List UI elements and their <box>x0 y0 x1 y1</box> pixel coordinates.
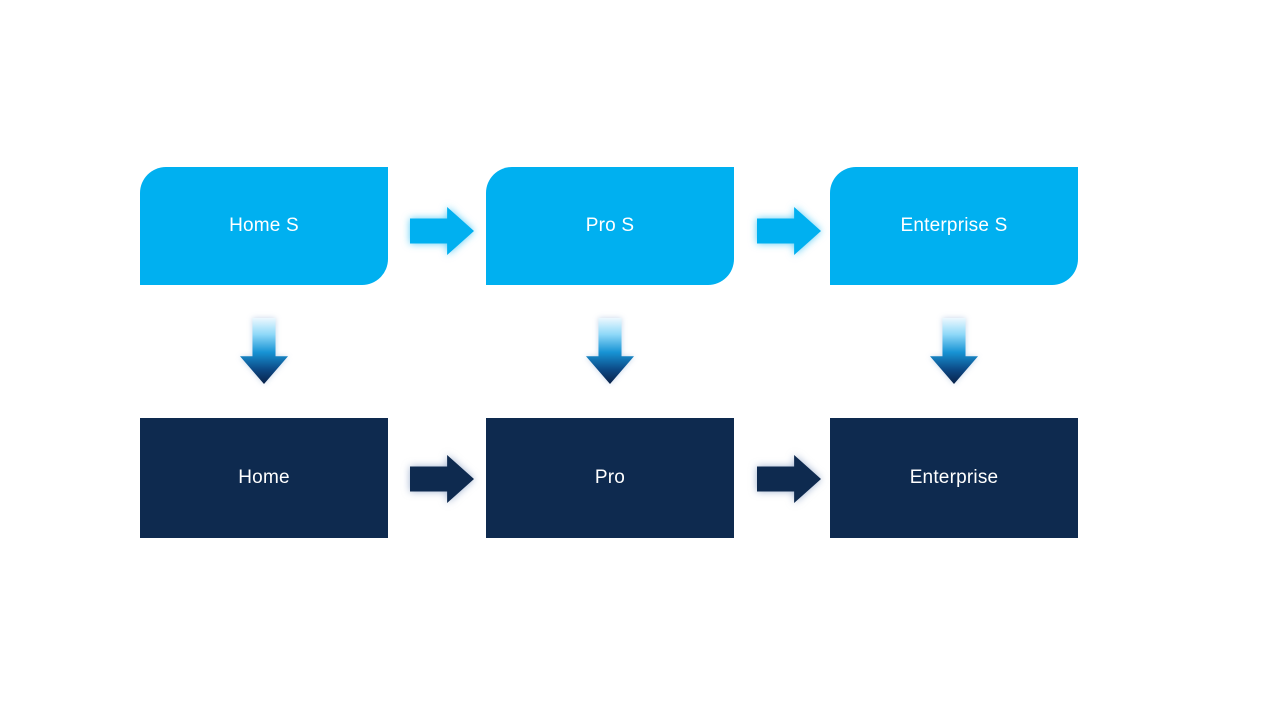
right-arrow-icon <box>410 207 474 255</box>
right-arrow-shape <box>757 207 821 255</box>
top-box-home-s-label: Home S <box>229 215 299 236</box>
down-arrow-icon <box>930 318 978 384</box>
top-box-enterprise-s-label: Enterprise S <box>900 215 1008 236</box>
right-arrow-icon <box>757 455 821 503</box>
down-arrow-shape <box>240 318 288 384</box>
right-arrow-shape <box>410 455 474 503</box>
right-arrow-icon <box>757 207 821 255</box>
bottom-box-pro: Pro <box>486 418 734 538</box>
bottom-box-pro-label: Pro <box>594 467 626 488</box>
bottom-box-enterprise: Enterprise <box>830 418 1078 538</box>
down-arrow-shape <box>586 318 634 384</box>
top-box-enterprise-s: Enterprise S <box>830 167 1078 285</box>
top-box-home-s: Home S <box>140 167 388 285</box>
right-arrow-shape <box>757 455 821 503</box>
top-box-pro-s: Pro S <box>486 167 734 285</box>
down-arrow-icon <box>240 318 288 384</box>
top-box-pro-s-label: Pro S <box>585 215 635 236</box>
down-arrow-shape <box>930 318 978 384</box>
right-arrow-icon <box>410 455 474 503</box>
bottom-box-enterprise-label: Enterprise <box>909 467 999 488</box>
bottom-box-home: Home <box>140 418 388 538</box>
down-arrow-icon <box>586 318 634 384</box>
right-arrow-shape <box>410 207 474 255</box>
bottom-box-home-label: Home <box>238 467 290 488</box>
